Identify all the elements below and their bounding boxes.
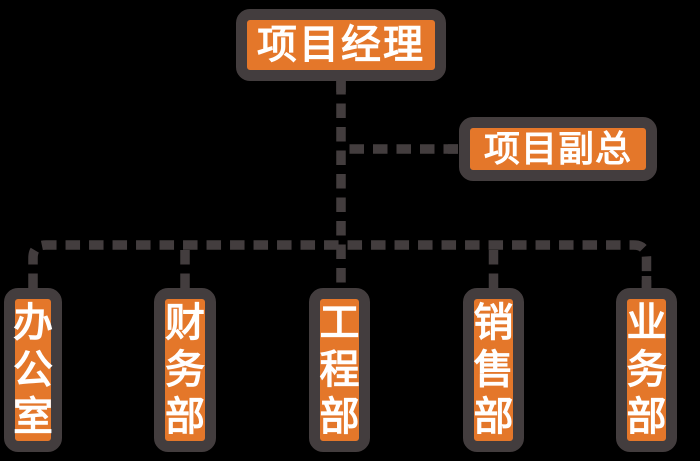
node-business-dept: 业务部 <box>616 288 677 452</box>
node-finance-dept-label: 财务部 <box>165 300 205 439</box>
connector-main-branch <box>28 240 652 288</box>
node-business-dept-label: 业务部 <box>626 300 667 439</box>
node-engineering-dept-label: 工程部 <box>319 300 360 439</box>
node-finance-dept: 财务部 <box>154 288 216 452</box>
node-office: 办公室 <box>4 288 62 452</box>
node-office-label: 办公室 <box>13 300 53 439</box>
node-engineering-dept: 工程部 <box>309 288 370 452</box>
node-project-manager: 项目经理 <box>236 9 446 81</box>
node-sales-dept-label: 销售部 <box>473 300 514 439</box>
node-deputy-manager: 项目副总 <box>459 117 657 181</box>
node-project-manager-label: 项目经理 <box>257 23 425 67</box>
node-deputy-manager-label: 项目副总 <box>483 128 632 169</box>
node-sales-dept: 销售部 <box>463 288 524 452</box>
